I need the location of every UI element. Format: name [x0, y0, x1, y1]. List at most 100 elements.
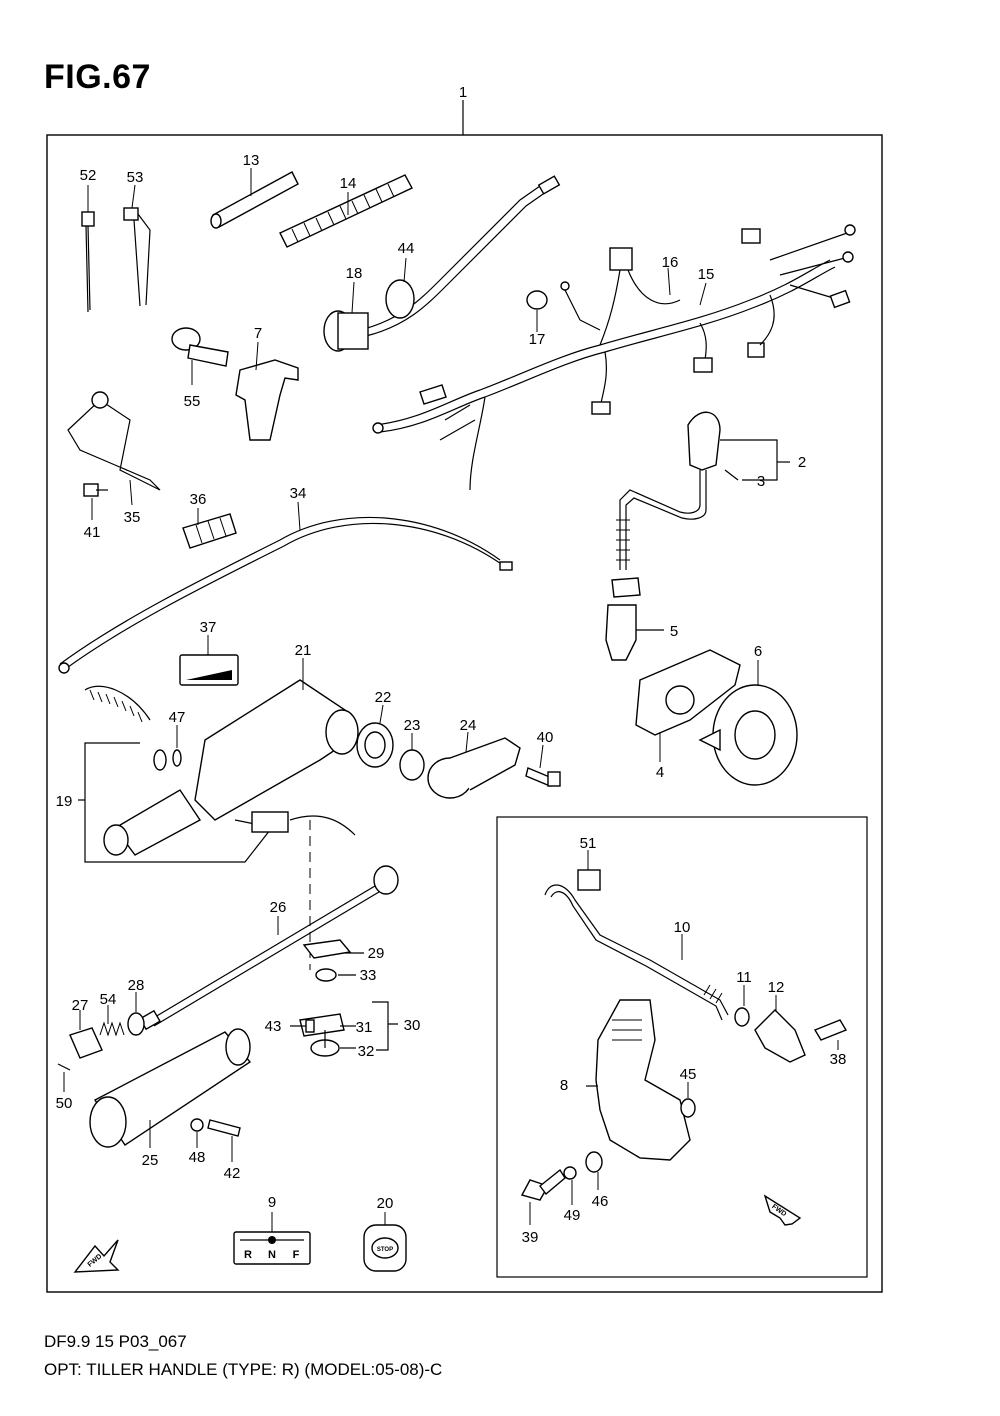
shift-plate-part — [302, 939, 364, 959]
callout-12: 12 — [768, 979, 785, 996]
callout-19: 19 — [56, 793, 73, 810]
bushing-part — [356, 704, 394, 768]
harness-clip-part — [526, 290, 548, 332]
callout-25: 25 — [142, 1152, 159, 1169]
shift-group-frame — [496, 816, 868, 1278]
callout-5: 5 — [670, 623, 678, 640]
grip-bolt-part — [525, 744, 561, 787]
tube-part — [210, 168, 299, 229]
lever-bolt-part — [520, 1168, 566, 1225]
callout-29: 29 — [368, 945, 385, 962]
callout-46: 46 — [592, 1193, 609, 1210]
callout-3: 3 — [757, 473, 765, 490]
stop-decal-part — [363, 1212, 407, 1272]
diagram-caption: OPT: TILLER HANDLE (TYPE: R) (MODEL:05-0… — [44, 1360, 443, 1379]
callout-54: 54 — [100, 991, 117, 1008]
callout-51: 51 — [580, 835, 597, 852]
shift-decal-n: N — [268, 1249, 276, 1261]
shift-decal-part — [233, 1212, 311, 1265]
diagram-code: DF9.9 15 P03_067 — [44, 1332, 187, 1351]
main-wiring-harness-part — [372, 224, 856, 491]
cable-tie-part — [81, 185, 95, 313]
lever-clip-part — [577, 850, 601, 891]
leader-19-bracket — [84, 742, 271, 863]
throttle-grip-part — [89, 1028, 252, 1148]
collar-part — [399, 733, 425, 781]
callout-10: 10 — [674, 919, 691, 936]
callout-2: 2 — [798, 454, 806, 471]
leader-30-bracket — [372, 1001, 398, 1051]
callout-8: 8 — [560, 1077, 568, 1094]
callout-33: 33 — [360, 967, 377, 984]
stop-switch-harness-part — [323, 175, 561, 352]
callout-22: 22 — [375, 689, 392, 706]
spiral-wrap-part — [279, 174, 413, 248]
grip-screw-part — [207, 1119, 241, 1162]
callout-1: 1 — [459, 84, 467, 101]
friction-spring-part — [84, 685, 182, 771]
wire-bracket-part — [67, 391, 161, 506]
callout-20: 20 — [377, 1195, 394, 1212]
throttle-shaft-part — [139, 865, 399, 1031]
cable-grommet-part — [182, 508, 237, 549]
figure-title: FIG.67 — [44, 58, 151, 96]
callout-42: 42 — [224, 1165, 241, 1182]
diagram-frame — [46, 134, 883, 1293]
callout-36: 36 — [190, 491, 207, 508]
spacer-part — [127, 992, 145, 1036]
cable-tie-with-clip-part — [123, 184, 151, 307]
callout-11: 11 — [736, 969, 752, 986]
callout-23: 23 — [404, 717, 421, 734]
callout-32: 32 — [358, 1043, 375, 1060]
shift-cam-part — [635, 649, 741, 762]
callout-52: 52 — [80, 167, 97, 184]
callout-44: 44 — [398, 240, 415, 257]
callout-4: 4 — [656, 764, 664, 781]
callout-13: 13 — [243, 152, 260, 169]
callout-34: 34 — [290, 485, 307, 502]
throttle-grip-cover-part — [427, 731, 521, 799]
pin-part — [57, 1063, 71, 1092]
shift-joint-part — [605, 577, 664, 661]
callout-7: 7 — [254, 325, 262, 342]
throttle-collar-part — [69, 1010, 103, 1059]
washer-part — [315, 968, 356, 982]
shift-arm-link-part — [754, 995, 806, 1063]
shift-arm-part — [616, 411, 790, 570]
callout-41: 41 — [84, 524, 101, 541]
callout-16: 16 — [662, 254, 679, 271]
lever-lock-washer-part — [563, 1166, 577, 1205]
bolt-part — [171, 327, 229, 385]
callout-15: 15 — [698, 266, 715, 283]
callout-39: 39 — [522, 1229, 539, 1246]
callout-24: 24 — [460, 717, 477, 734]
shift-decal-f: F — [293, 1249, 300, 1261]
stop-decal-text: STOP — [377, 1247, 393, 1253]
link-bolt-part — [813, 1019, 848, 1050]
callout-48: 48 — [189, 1149, 206, 1166]
callout-50: 50 — [56, 1095, 73, 1112]
callout-38: 38 — [830, 1051, 847, 1068]
lock-washer-part — [190, 1118, 204, 1148]
callout-31: 31 — [356, 1019, 373, 1036]
shift-lever-part — [586, 999, 691, 1161]
callout-55: 55 — [184, 393, 201, 410]
fwd-arrow-icon — [73, 1239, 120, 1273]
callout-28: 28 — [128, 977, 145, 994]
throttle-drum-part — [698, 660, 798, 786]
throttle-cable-part — [58, 501, 513, 674]
callout-26: 26 — [270, 899, 287, 916]
callout-45: 45 — [680, 1066, 697, 1083]
callout-30: 30 — [404, 1017, 421, 1034]
callout-27: 27 — [72, 997, 89, 1014]
callout-6: 6 — [754, 643, 762, 660]
flat-washer-part — [585, 1151, 603, 1190]
callout-49: 49 — [564, 1207, 581, 1224]
nut-part — [734, 985, 750, 1027]
callout-35: 35 — [124, 509, 141, 526]
callout-47: 47 — [169, 709, 186, 726]
lever-washer-part — [680, 1082, 696, 1118]
screw-part — [83, 483, 108, 520]
fwd-arrow-icon — [763, 1194, 802, 1226]
